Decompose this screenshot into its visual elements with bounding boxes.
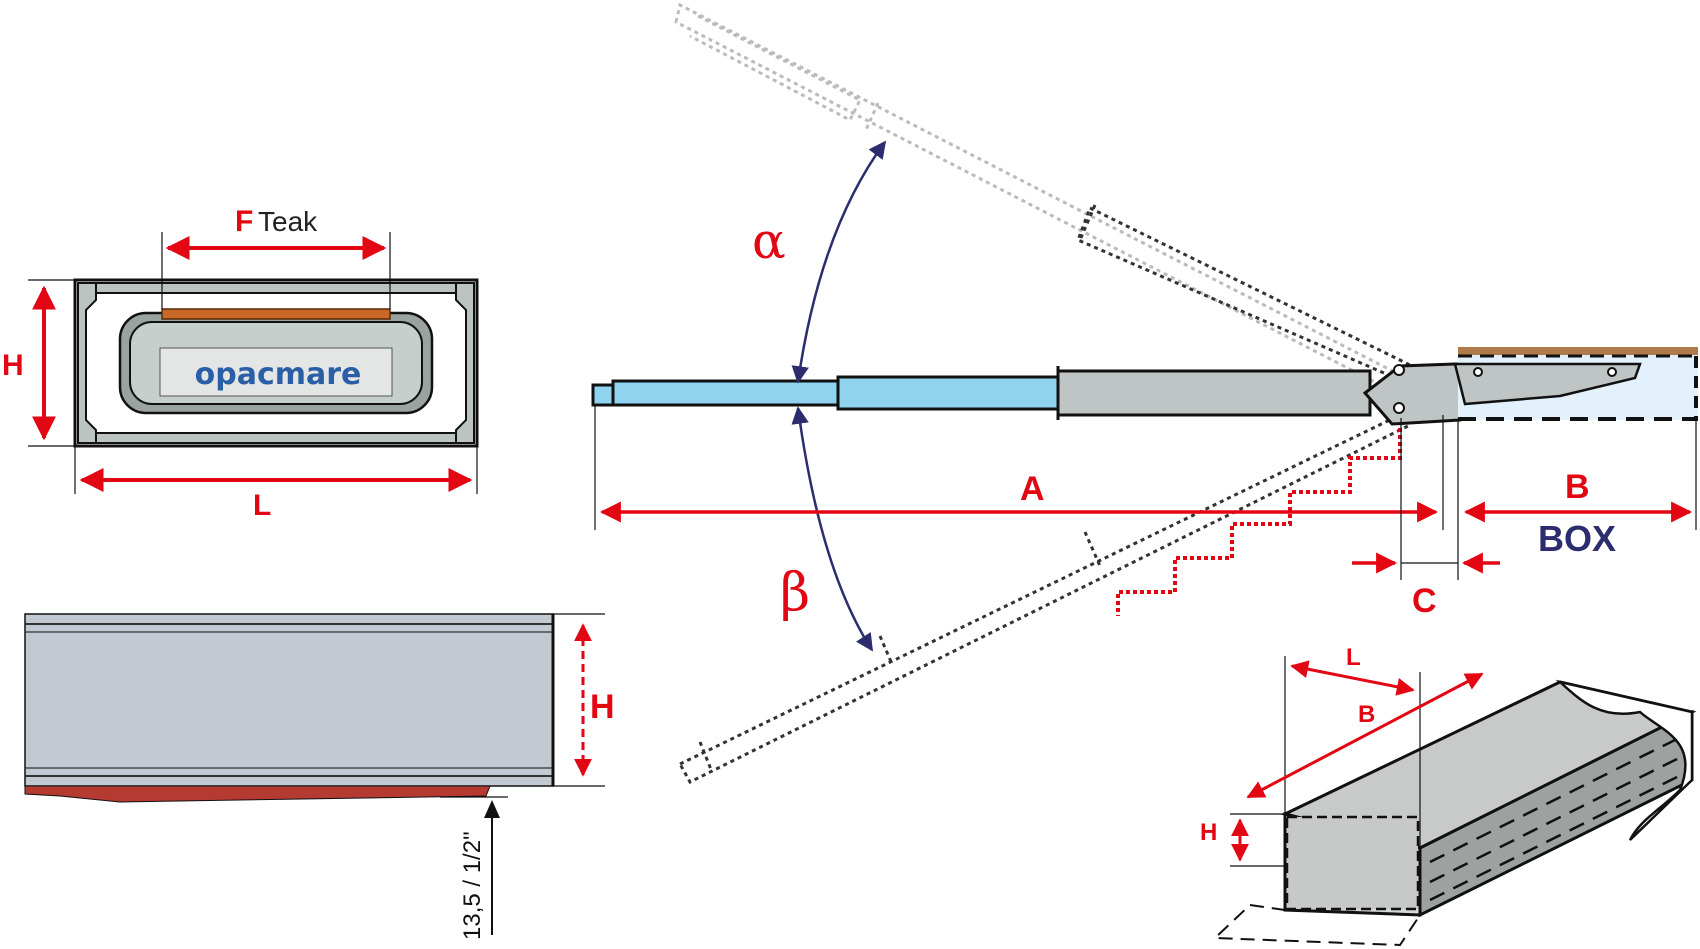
cross-section-view: opacmare F Teak H L bbox=[2, 205, 479, 522]
boom-section-2 bbox=[836, 375, 1060, 411]
raised-position-outline bbox=[674, 2, 1413, 399]
alpha-arc bbox=[791, 140, 887, 384]
pivot-pin-top bbox=[1393, 364, 1405, 376]
main-gangway-view: α β A B BOX C bbox=[591, 2, 1698, 784]
boom-tip bbox=[591, 383, 615, 407]
pivot-pin-bottom bbox=[1393, 402, 1405, 414]
a-label: A bbox=[1020, 470, 1045, 508]
section-top-rail bbox=[95, 282, 457, 294]
box-opening bbox=[1285, 815, 1420, 911]
box-label: BOX bbox=[1538, 518, 1616, 559]
f-label: F bbox=[235, 205, 253, 238]
l-section-label: L bbox=[253, 489, 271, 522]
bracket-pin-2 bbox=[1607, 367, 1617, 377]
deck-teak-top bbox=[1458, 347, 1698, 355]
alpha-label: α bbox=[752, 212, 786, 270]
box-isometric-view: L B H bbox=[1200, 644, 1697, 947]
box-l-label: L bbox=[1346, 644, 1361, 671]
teak-strip bbox=[161, 308, 391, 320]
box-floor-outline bbox=[1212, 903, 1422, 947]
box-h-label: H bbox=[1200, 819, 1217, 846]
boom-main-housing bbox=[1056, 369, 1372, 417]
box-cutaway bbox=[1555, 679, 1694, 841]
box-b-arrow bbox=[1246, 672, 1484, 799]
h-section-label: H bbox=[2, 349, 24, 382]
beta-label: β bbox=[780, 563, 810, 623]
boom-section-1 bbox=[611, 379, 840, 407]
profile-body bbox=[24, 613, 554, 787]
pivot-bracket bbox=[1453, 362, 1642, 406]
box-b-label: B bbox=[1358, 701, 1375, 728]
side-profile-view: H 13,5 / 1/2" bbox=[24, 613, 615, 940]
lowered-position-outline bbox=[677, 412, 1411, 784]
box-dashed-lines bbox=[1429, 733, 1686, 902]
stair-profile bbox=[1116, 415, 1410, 616]
c-label: C bbox=[1412, 582, 1437, 620]
opacmare-logo: opacmare bbox=[195, 357, 362, 392]
teak-label: Teak bbox=[258, 206, 318, 237]
mount-offset-label: 13,5 / 1/2" bbox=[459, 831, 486, 940]
b-label: B bbox=[1565, 468, 1590, 506]
mount-offset-arrowhead bbox=[484, 800, 500, 818]
section-logo-panel bbox=[159, 347, 393, 397]
section-bottom-rail bbox=[95, 432, 457, 444]
beta-arc bbox=[791, 406, 874, 652]
profile-keel bbox=[24, 785, 491, 803]
bracket-pin-1 bbox=[1473, 367, 1483, 377]
h-side-label: H bbox=[590, 688, 615, 726]
